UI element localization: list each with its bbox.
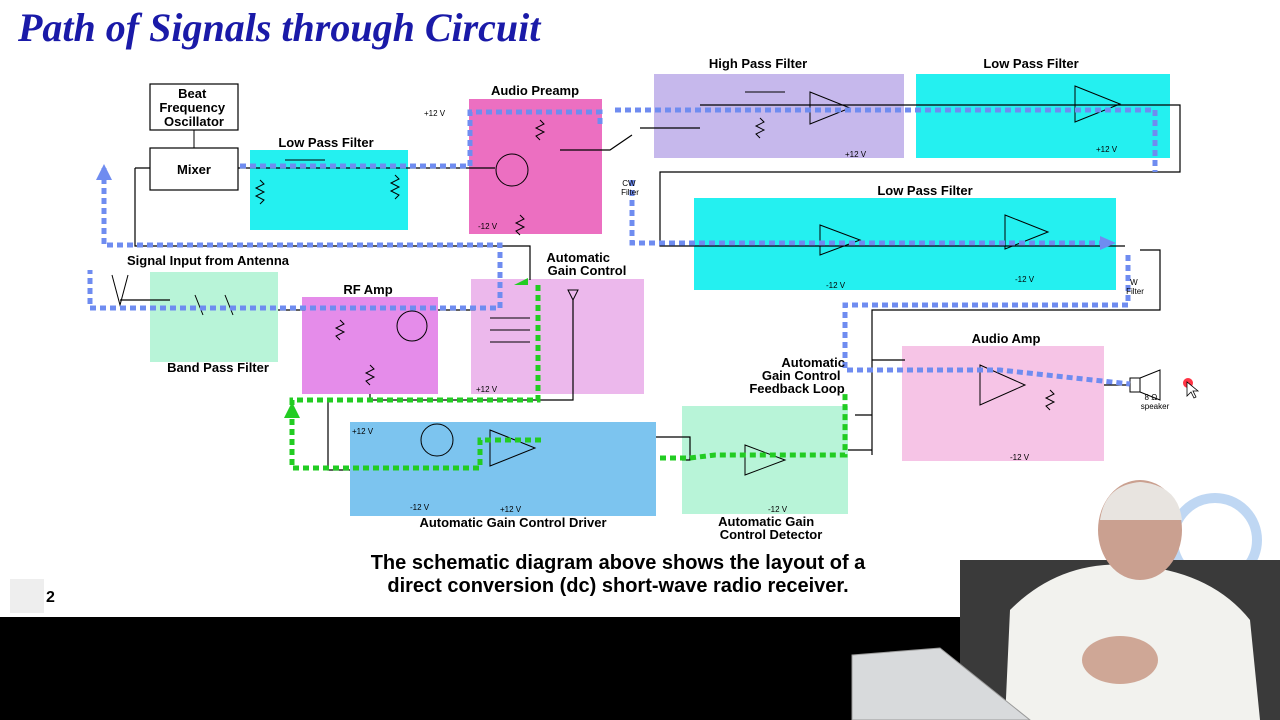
w-line1: W: [1130, 278, 1138, 287]
slide-title: Path of Signals through Circuit: [18, 5, 541, 50]
caption: The schematic diagram above shows the la…: [0, 552, 1236, 598]
hpf-label: High Pass Filter: [709, 56, 807, 71]
agc-line2: Gain Control: [548, 263, 627, 278]
signal-arrow-up: [96, 164, 112, 180]
laptop: [851, 647, 1031, 720]
agcd-plus12v-b: +12 V: [500, 505, 522, 514]
agc-fb-line3: Feedback Loop: [749, 381, 844, 396]
agc-fb-line1: Automatic: [781, 355, 845, 370]
caption-line2: direct conversion (dc) short-wave radio …: [387, 575, 849, 597]
lpf2-label: Low Pass Filter: [983, 56, 1078, 71]
agc-label: Automatic Gain Control: [546, 250, 626, 278]
agcd-plus12v: +12 V: [352, 427, 374, 436]
preamp-plus12v: +12 V: [424, 109, 446, 118]
aamp-minus12v: -12 V: [1010, 453, 1030, 462]
audio-amp-label: Audio Amp: [972, 331, 1041, 346]
audio-preamp-block: [469, 99, 602, 234]
rf-plus12v: +12 V: [476, 385, 498, 394]
lpf2-block: [916, 74, 1170, 158]
speaker-line1: 8 Ω: [1145, 393, 1158, 402]
agcd-minus12v: -12 V: [410, 503, 430, 512]
agc-fb-line2: Gain Control: [762, 368, 841, 383]
rf-amp-label: RF Amp: [343, 282, 392, 297]
mixer-label: Mixer: [177, 162, 211, 177]
beat-freq-osc-label: Beat Frequency Oscillator: [159, 86, 228, 129]
hpf-block: [654, 74, 904, 158]
rf-amp-block: [302, 297, 438, 394]
w-line2: Filter: [1126, 287, 1144, 296]
det-minus12v: -12 V: [768, 505, 788, 514]
page-number-box: [10, 579, 44, 613]
lpf3-label: Low Pass Filter: [877, 183, 972, 198]
bfo-line2: Frequency: [159, 100, 226, 115]
agc-driver-block: [350, 422, 656, 516]
circuit-diagram: Beat Frequency Oscillator Mixer: [87, 56, 1200, 542]
cw-filter-label: CW Filter: [621, 179, 639, 197]
agc-path: [289, 285, 848, 471]
caption-line1: The schematic diagram above shows the la…: [370, 552, 866, 574]
audio-preamp-label: Audio Preamp: [491, 83, 579, 98]
agc-detector-label: Automatic Gain Control Detector: [718, 514, 822, 542]
agc-arrow-up: [284, 402, 300, 418]
agc-driver-label: Automatic Gain Control Driver: [419, 515, 606, 530]
agc-feedback-label: Automatic Gain Control Feedback Loop: [749, 355, 848, 396]
agc-block: [471, 279, 644, 394]
w-filter-label: W Filter: [1126, 278, 1144, 296]
signal-path: [87, 107, 1158, 387]
bpf-label: Band Pass Filter: [167, 360, 269, 375]
cw-line2: Filter: [621, 188, 639, 197]
signal-input-label: Signal Input from Antenna: [127, 253, 290, 268]
presenter-hair: [1100, 482, 1182, 520]
lpf2-plus12v: +12 V: [1096, 145, 1118, 154]
agc-line1: Automatic: [546, 250, 610, 265]
presenter-hand: [1082, 636, 1158, 684]
beat-freq-osc-box: [149, 83, 239, 131]
hpf-plus12v: +12 V: [845, 150, 867, 159]
page-number: 2: [46, 589, 55, 606]
lpf3-minus12v-b: -12 V: [1015, 275, 1035, 284]
cursor-arrow-icon: [1186, 381, 1200, 399]
preamp-minus12v: -12 V: [478, 222, 498, 231]
cw-line1: CW: [622, 179, 636, 188]
lpf3-minus12v-a: -12 V: [826, 281, 846, 290]
agc-detector-block: [682, 406, 848, 514]
lpf1-label: Low Pass Filter: [278, 135, 373, 150]
component-hints: [111, 85, 1161, 476]
slide: Path of Signals through Circuit Beat Fre…: [0, 0, 1280, 617]
agc-arrow-left: [514, 278, 528, 285]
agc-det-line1: Automatic Gain: [718, 514, 814, 529]
mixer-box: [149, 147, 239, 191]
bfo-line3: Oscillator: [164, 114, 224, 129]
lpf1-block: [250, 150, 408, 230]
signal-arrow-right: [1100, 236, 1116, 250]
speaker-label: 8 Ω speaker: [1141, 393, 1170, 411]
agc-det-line2: Control Detector: [720, 527, 823, 542]
speaker-line2: speaker: [1141, 402, 1170, 411]
audio-amp-block: [902, 346, 1104, 461]
bpf-block: [150, 272, 278, 362]
bfo-line1: Beat: [178, 86, 207, 101]
